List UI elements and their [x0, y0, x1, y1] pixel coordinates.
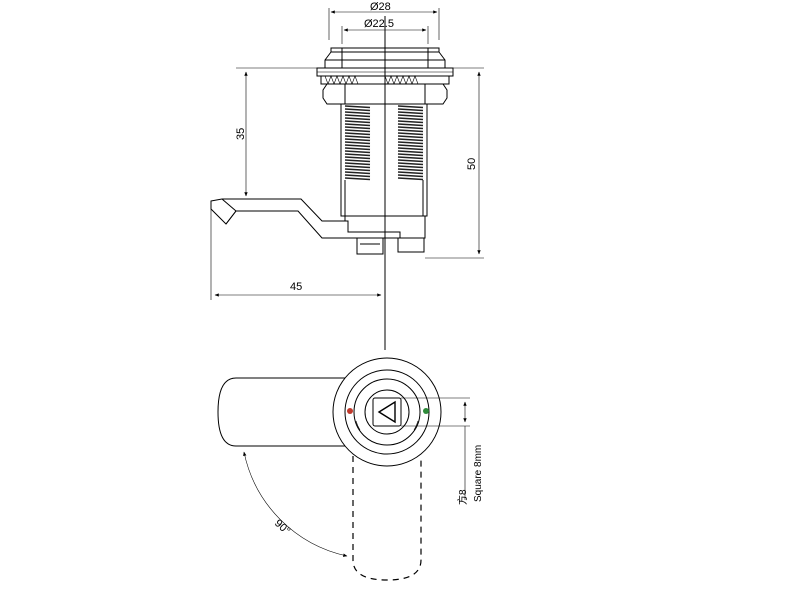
- thread-line: [397, 120, 424, 124]
- dimension-45: 45: [210, 209, 382, 300]
- height-35-label: 35: [235, 128, 247, 140]
- thread-line: [397, 165, 424, 169]
- triangle-key-icon: [377, 400, 396, 424]
- thread-line: [397, 123, 424, 127]
- thread-line: [344, 150, 371, 154]
- thread-line: [397, 177, 424, 181]
- thread-line: [397, 156, 424, 160]
- thread-line: [344, 120, 371, 124]
- thread-hatching: [344, 105, 371, 181]
- thread-line: [344, 132, 371, 136]
- thread-line: [397, 117, 424, 121]
- thread-line: [344, 156, 371, 160]
- thread-line: [397, 174, 424, 178]
- thread-line: [344, 138, 371, 142]
- thread-line: [344, 126, 371, 130]
- dimension-50: 50: [425, 67, 484, 259]
- thread-line: [397, 150, 424, 154]
- cam-rotated-position: [352, 456, 422, 581]
- thread-line: [397, 168, 424, 172]
- thread-line: [397, 138, 424, 142]
- thread-line: [344, 117, 371, 121]
- thread-line: [397, 159, 424, 163]
- thread-line: [344, 153, 371, 157]
- thread-line: [397, 135, 424, 139]
- inner-diameter-label: Ø22.5: [364, 18, 394, 30]
- thread-line: [397, 108, 424, 112]
- thread-line: [344, 144, 371, 148]
- square-8mm-label: Square 8mm: [473, 445, 484, 502]
- height-50-label: 50: [466, 158, 478, 170]
- dimension-square-8mm: Square 8mm 方8: [401, 397, 484, 505]
- thread-line: [344, 162, 371, 166]
- thread-line: [397, 126, 424, 130]
- thread-line: [397, 129, 424, 133]
- outer-diameter-label: Ø28: [370, 1, 391, 13]
- thread-line: [344, 105, 371, 109]
- width-45-label: 45: [290, 281, 302, 293]
- thread-line: [344, 135, 371, 139]
- thread-line: [344, 165, 371, 169]
- thread-line: [344, 168, 371, 172]
- thread-line: [344, 174, 371, 178]
- thread-line: [397, 171, 424, 175]
- thread-line: [397, 162, 424, 166]
- thread-line: [344, 171, 371, 175]
- thread-line: [344, 159, 371, 163]
- dimension-outer-diameter: Ø28: [328, 1, 440, 40]
- dimension-35: 35: [235, 67, 317, 197]
- dimension-90-degree: 90°: [243, 451, 348, 557]
- thread-line: [344, 111, 371, 115]
- cam-arm: [210, 198, 401, 239]
- front-view: Square 8mm 方8 90°: [217, 357, 484, 581]
- thread-line: [397, 153, 424, 157]
- indicator-arc-left: [355, 420, 361, 431]
- lock-face-inner-ring: [353, 378, 421, 446]
- key-plug: [364, 389, 410, 435]
- lock-face-bezel: [344, 369, 430, 455]
- thread-line: [397, 111, 424, 115]
- thread-line: [344, 108, 371, 112]
- thread-line: [397, 147, 424, 151]
- square-drive: [372, 397, 402, 427]
- thread-line: [344, 114, 371, 118]
- thread-line: [344, 123, 371, 127]
- thread-line: [397, 114, 424, 118]
- lock-indicator-red-dot: [347, 408, 353, 414]
- rotation-90-label: 90°: [272, 517, 292, 537]
- thread-line: [397, 144, 424, 148]
- threaded-barrel: [340, 103, 428, 217]
- thread-hatching: [397, 105, 424, 181]
- thread-line: [397, 141, 424, 145]
- thread-line: [397, 132, 424, 136]
- side-view: Ø28 Ø22.5: [210, 1, 484, 350]
- indicator-arc-right: [413, 420, 419, 431]
- thread-line: [344, 177, 371, 181]
- square-8-code-label: 方8: [456, 489, 469, 505]
- unlock-indicator-green-dot: [423, 408, 429, 414]
- dimension-inner-diameter: Ø22.5: [341, 18, 429, 44]
- thread-line: [344, 147, 371, 151]
- thread-line: [397, 105, 424, 109]
- thread-line: [344, 129, 371, 133]
- thread-line: [344, 141, 371, 145]
